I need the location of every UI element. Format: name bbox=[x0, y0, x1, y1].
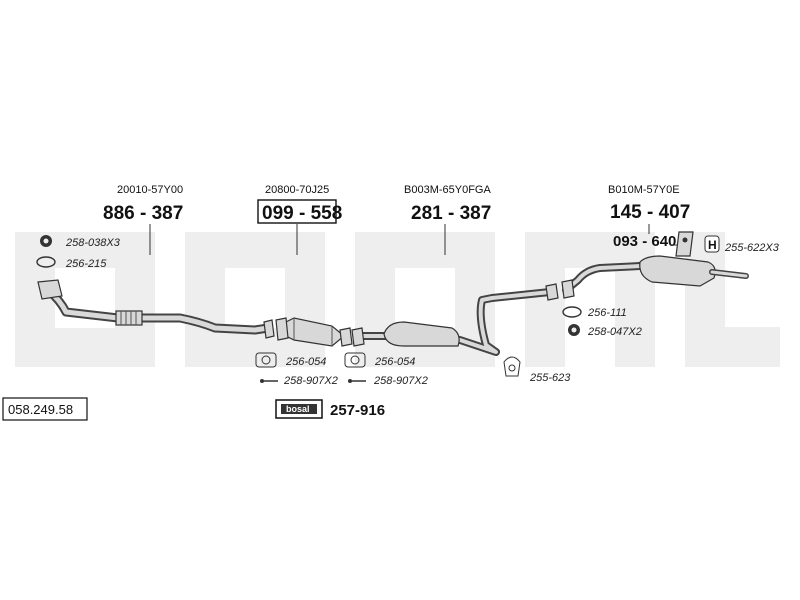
part-1-number: 886 - 387 bbox=[103, 203, 183, 224]
cat-bolt-left-label: 258-907X2 bbox=[283, 375, 338, 387]
rear-bolt-icon bbox=[568, 324, 580, 336]
rear-gasket-icon bbox=[562, 306, 582, 318]
resonator bbox=[383, 321, 460, 347]
cat-gasket-right-label: 256-054 bbox=[374, 356, 415, 368]
front-bolt-icon bbox=[40, 235, 52, 247]
cat-gasket-left-icon bbox=[255, 352, 277, 368]
front-gasket-label: 256-215 bbox=[65, 258, 107, 270]
front-flange bbox=[37, 279, 63, 300]
mid-flange bbox=[545, 283, 559, 301]
part-4-oem: B010M-57Y0E bbox=[608, 184, 680, 196]
svg-text:bosal: bosal bbox=[286, 404, 310, 414]
cat-bolt-right-icon bbox=[348, 379, 366, 383]
catalog-number-box bbox=[2, 397, 88, 421]
rear-bolt-label: 258-047X2 bbox=[587, 326, 642, 338]
catalog-number: 058.249.58 bbox=[8, 402, 73, 417]
cat-bolt-right-label: 258-907X2 bbox=[373, 375, 428, 387]
clamp-h-icon: H bbox=[704, 235, 720, 253]
part-1-oem: 20010-57Y00 bbox=[117, 184, 183, 196]
front-bolt-label: 258-038X3 bbox=[65, 237, 121, 249]
rear-hanger-label: 255-622X3 bbox=[724, 242, 780, 254]
flex-joint bbox=[115, 310, 143, 326]
mid-hanger-icon bbox=[503, 356, 521, 377]
part-3-number: 281 - 387 bbox=[411, 203, 491, 224]
mounting-kit-badge: bosal bbox=[275, 399, 323, 419]
part-2-number: 099 - 558 bbox=[262, 203, 342, 224]
part-4-secondary-number: 093 - 640 bbox=[613, 233, 676, 250]
middle-pipe bbox=[351, 283, 559, 356]
mid-hanger-label: 255-623 bbox=[529, 372, 571, 384]
rubber-hanger-icon bbox=[675, 231, 694, 257]
front-pipe bbox=[37, 279, 275, 339]
front-gasket-icon bbox=[36, 256, 56, 268]
catalytic-converter bbox=[275, 317, 353, 347]
rear-gasket-label: 256-111 bbox=[587, 307, 627, 319]
cat-bolt-left-icon bbox=[260, 379, 278, 383]
svg-text:H: H bbox=[708, 238, 717, 252]
rear-silencer bbox=[561, 255, 749, 299]
part-3-oem: B003M-65Y0FGA bbox=[404, 184, 491, 196]
cat-gasket-right-icon bbox=[344, 352, 366, 368]
mounting-kit-number: 257-916 bbox=[330, 402, 385, 419]
part-2-number-box bbox=[257, 199, 337, 224]
part-4-number: 145 - 407 bbox=[610, 202, 690, 223]
cat-gasket-left-label: 256-054 bbox=[285, 356, 326, 368]
part-2-oem: 20800-70J25 bbox=[265, 184, 329, 196]
bosal-logo-watermark bbox=[15, 232, 780, 367]
